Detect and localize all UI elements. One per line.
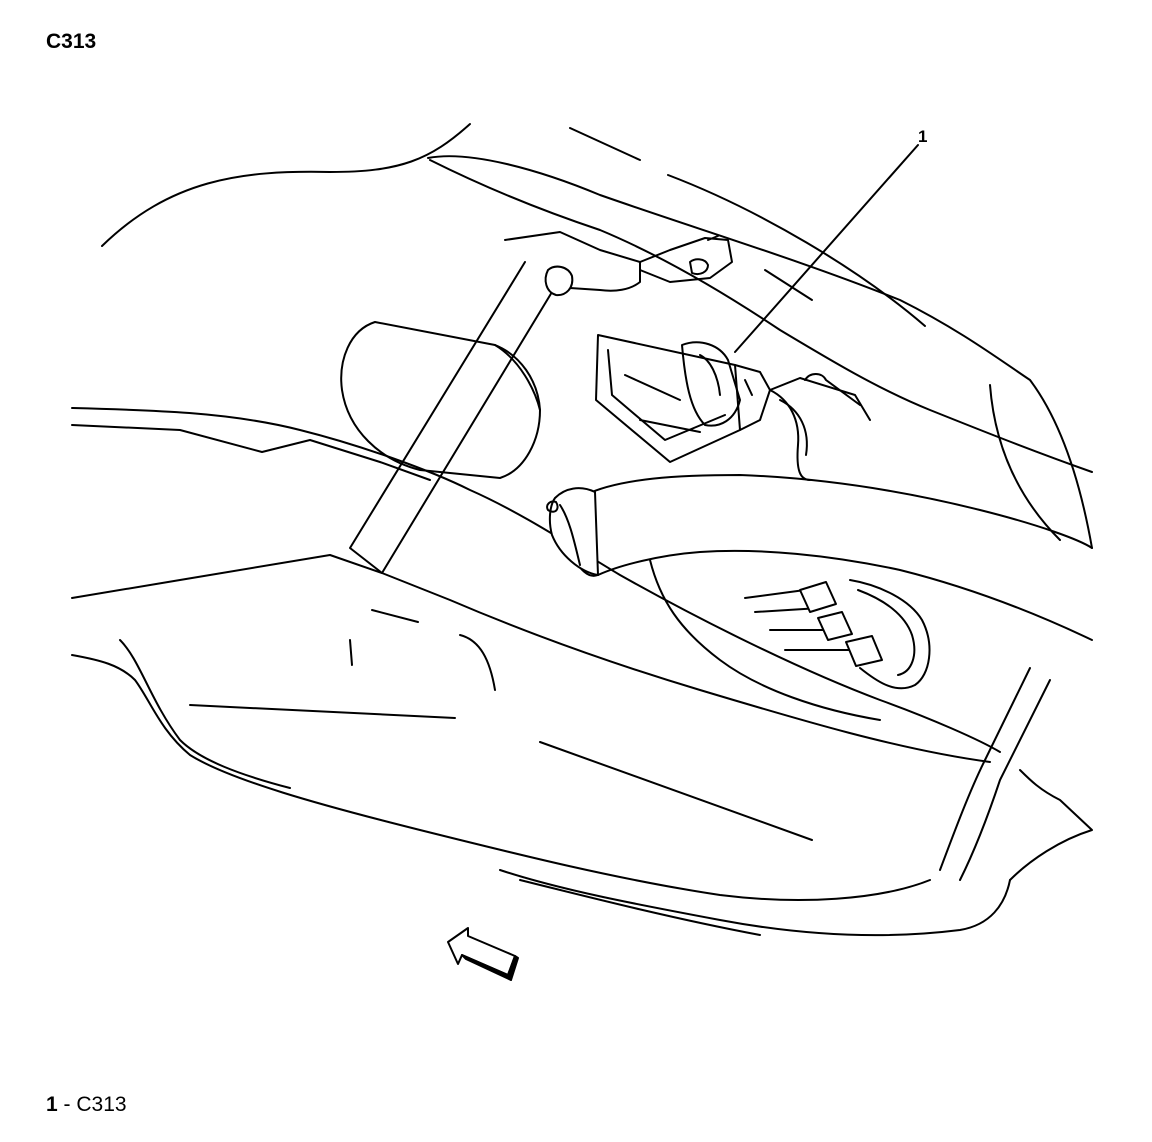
callout-1: 1: [734, 127, 927, 353]
page-title: C313: [46, 30, 97, 53]
fuel-lines: [744, 581, 883, 667]
callout-number: 1: [918, 127, 927, 146]
filler-hose: [546, 474, 1093, 721]
connector-c313: [595, 334, 771, 463]
legend-separator: -: [57, 1093, 77, 1116]
body-floor-pan: [101, 123, 1093, 549]
fuel-tank: [71, 407, 1093, 937]
tank-strap: [349, 261, 1051, 881]
mounting-bracket: [504, 231, 733, 292]
legend-label: C313: [76, 1093, 127, 1116]
front-direction-arrow: [447, 927, 519, 981]
legend: 1 - C313: [46, 1093, 127, 1117]
wiring-harness: [769, 373, 931, 690]
legend-number: 1: [46, 1093, 58, 1116]
vapor-canister: [340, 321, 541, 479]
